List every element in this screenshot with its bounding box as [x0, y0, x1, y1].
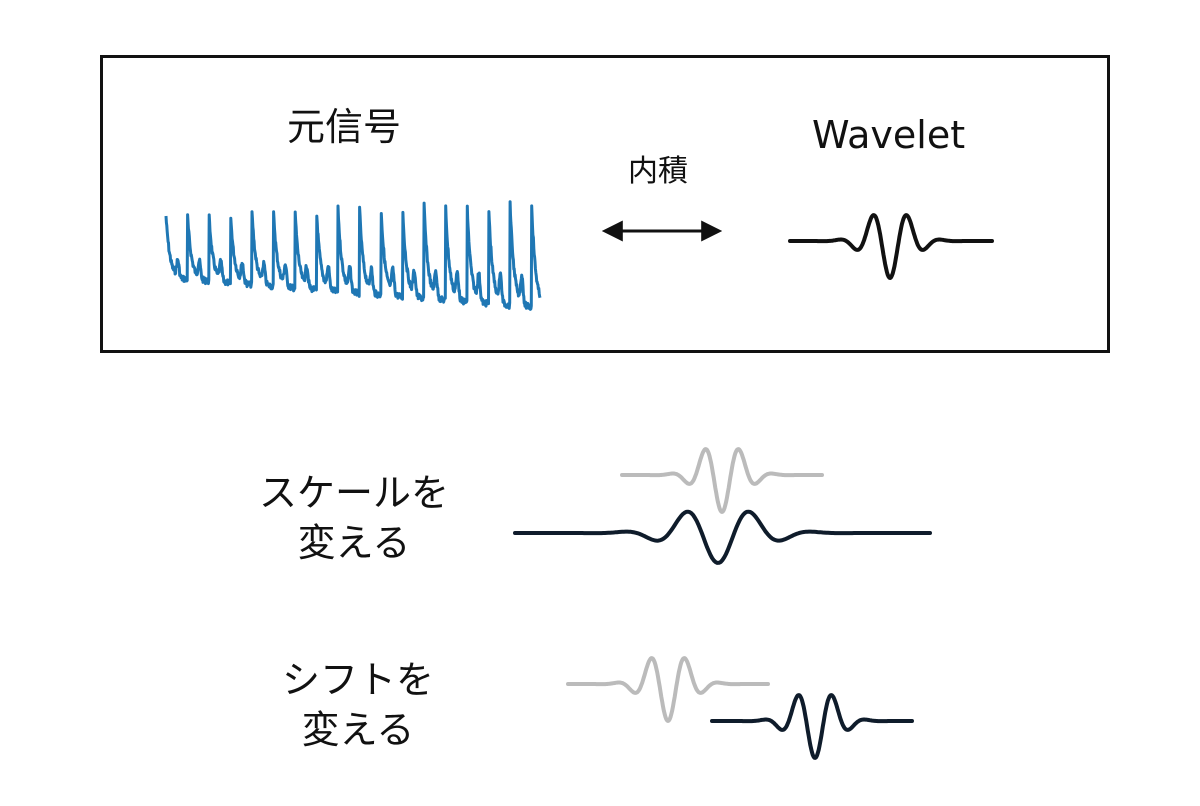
- change-shift-label: シフトを 変える: [272, 655, 444, 755]
- change-scale-label: スケールを 変える: [248, 468, 460, 568]
- original-signal-label: 元信号: [287, 105, 402, 149]
- scale-stretched-wavelet: [513, 509, 932, 565]
- shift-original-wavelet: [566, 656, 770, 723]
- inner-product-label: 内積: [628, 154, 688, 189]
- scale-original-wavelet: [620, 447, 824, 514]
- inner-product-panel: [100, 55, 1110, 353]
- change-shift-line1: シフトを: [281, 658, 434, 702]
- original-signal-waveform: [164, 200, 542, 311]
- change-shift-line2: 変える: [301, 708, 415, 752]
- change-scale-line1: スケールを: [258, 471, 449, 515]
- change-scale-line2: 変える: [297, 521, 411, 565]
- wavelet-waveform: [788, 213, 994, 280]
- shift-shifted-wavelet: [710, 693, 914, 760]
- wavelet-label: Wavelet: [812, 113, 966, 157]
